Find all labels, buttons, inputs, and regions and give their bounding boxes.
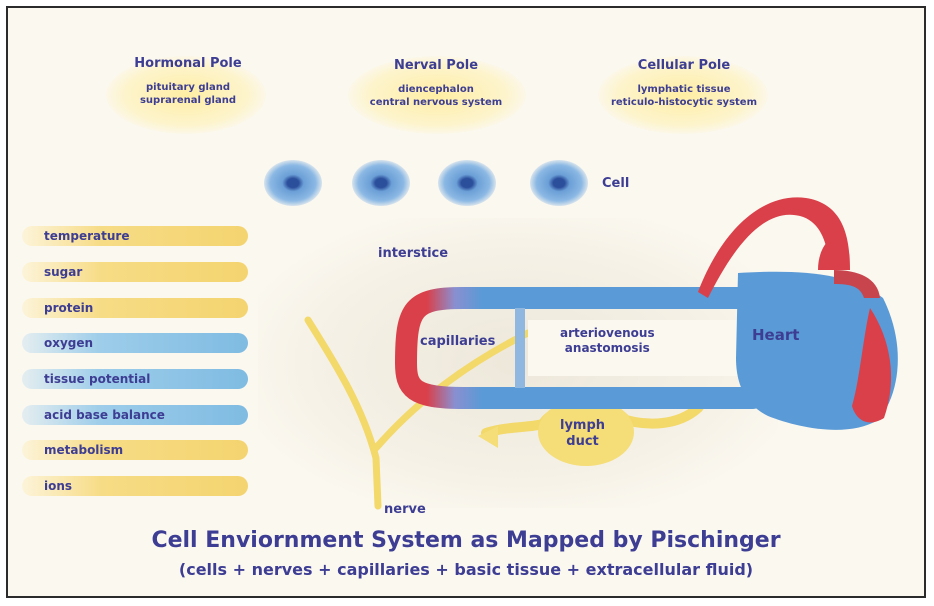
cell-icon bbox=[264, 160, 322, 206]
anastomosis-vessel bbox=[528, 320, 748, 376]
hormonal-pole-title: Hormonal Pole bbox=[134, 56, 242, 71]
heart-vessel-top bbox=[834, 270, 880, 298]
cellular-pole: Cellular Pole lymphatic tissue reticulo-… bbox=[574, 58, 794, 109]
factor-ions: ions bbox=[22, 476, 248, 496]
factor-acid-base-balance: acid base balance bbox=[22, 405, 248, 425]
hormonal-pole-subtitle: pituitary gland suprarenal gland bbox=[139, 82, 236, 106]
factor-oxygen: oxygen bbox=[22, 333, 248, 353]
diagram-title: Cell Enviornment System as Mapped by Pis… bbox=[151, 528, 781, 553]
aorta-branch bbox=[818, 234, 844, 270]
cellular-pole-title: Cellular Pole bbox=[637, 58, 731, 73]
factor-protein: protein bbox=[22, 298, 248, 318]
aorta-arch bbox=[698, 197, 850, 298]
lymph-duct-left bbox=[478, 426, 498, 448]
anastomosis-label: arteriovenous anastomosis bbox=[560, 326, 655, 355]
factor-tissue-potential: tissue potential bbox=[22, 369, 248, 389]
factor-temperature: temperature bbox=[22, 226, 248, 246]
heart-artery-side bbox=[852, 308, 892, 423]
lymph-duct-label: lymph duct bbox=[560, 418, 606, 449]
circulation-diagram bbox=[304, 197, 898, 510]
cell-label: Cell bbox=[602, 176, 630, 191]
cellular-pole-glow bbox=[598, 56, 768, 134]
heart-label: Heart bbox=[752, 326, 800, 344]
cellular-pole-subtitle: lymphatic tissue reticulo-histocytic sys… bbox=[610, 84, 758, 108]
capillaries-label: capillaries bbox=[420, 334, 496, 349]
diagram-frame: Hormonal Pole pituitary gland suprarenal… bbox=[6, 6, 926, 598]
nerval-pole-subtitle: diencephalon central nervous system bbox=[369, 84, 503, 108]
nerve-label: nerve bbox=[384, 502, 426, 517]
hormonal-pole: Hormonal Pole pituitary gland suprarenal… bbox=[78, 56, 298, 107]
hormonal-pole-glow bbox=[106, 56, 266, 134]
cell-icon bbox=[438, 160, 496, 206]
factor-sugar: sugar bbox=[22, 262, 248, 282]
nerve-branch bbox=[372, 329, 532, 452]
factor-metabolism: metabolism bbox=[22, 440, 248, 460]
cell-icon bbox=[352, 160, 410, 206]
cell-icon bbox=[530, 160, 588, 206]
nerval-pole-glow bbox=[348, 56, 526, 134]
nerve-path bbox=[304, 316, 382, 510]
nerval-pole: Nerval Pole diencephalon central nervous… bbox=[326, 58, 546, 109]
diagram-subtitle: (cells + nerves + capillaries + basic ti… bbox=[178, 560, 754, 579]
lymph-node bbox=[538, 398, 634, 466]
interstice-label: interstice bbox=[378, 246, 449, 261]
nerval-pole-title: Nerval Pole bbox=[393, 58, 479, 73]
